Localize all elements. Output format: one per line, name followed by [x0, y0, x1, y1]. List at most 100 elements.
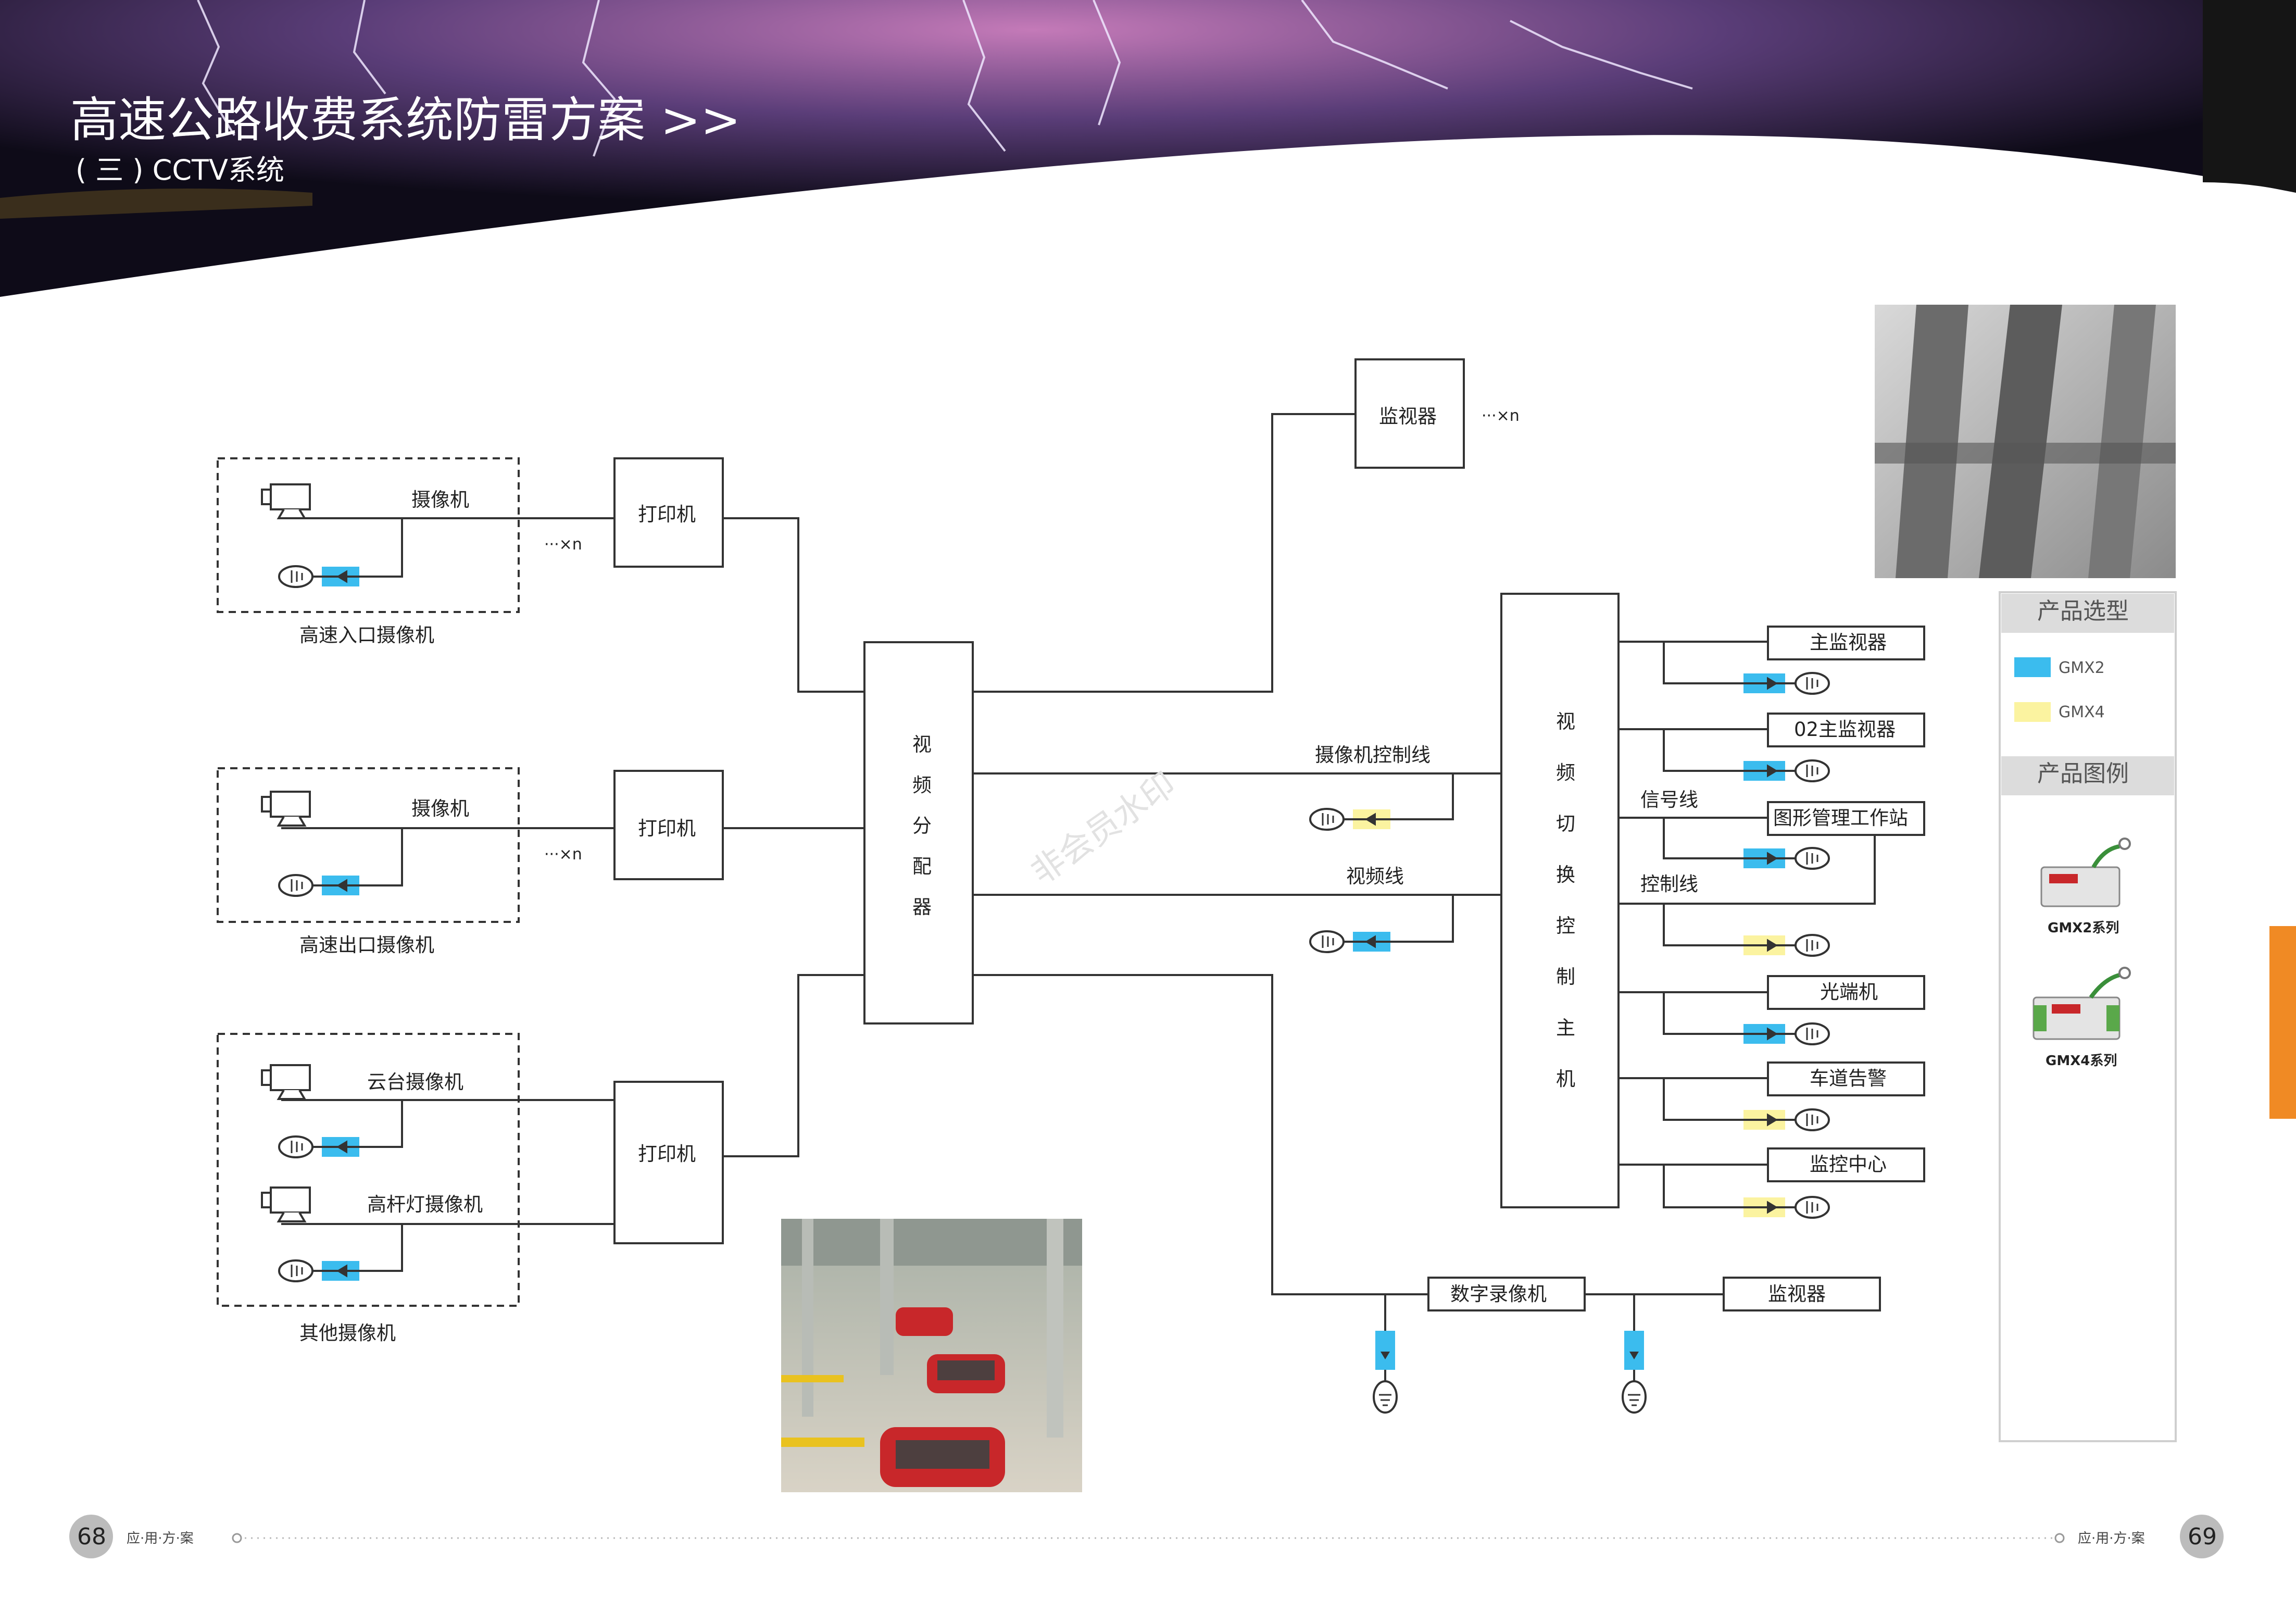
svg-text:配: 配	[912, 855, 932, 878]
page-subtitle: ( 三 ) CCTV系统	[76, 154, 284, 186]
spd-main-monitor	[1743, 672, 1830, 695]
video-switcher-host: 视 频 切 换 控 制 主 机	[1500, 593, 1620, 1208]
multiplier-entrance: ···×n	[544, 535, 582, 554]
gmx2-series-caption: GMX2系列	[2048, 920, 2119, 936]
optical-box: 光端机	[1767, 975, 1925, 1010]
gmx4-label: GMX4	[2059, 703, 2105, 721]
multiplier-exit: ···×n	[544, 845, 582, 864]
svg-text:制: 制	[1556, 966, 1575, 988]
svg-text:打印机: 打印机	[638, 503, 696, 526]
svg-text:监视器: 监视器	[1379, 405, 1437, 428]
svg-text:打印机: 打印机	[638, 1143, 696, 1165]
svg-text:主: 主	[1556, 1017, 1575, 1039]
spd-video-line	[1309, 930, 1390, 953]
footer-caption-right: 应·用·方·案	[2078, 1531, 2145, 1546]
other-camera-group: 云台摄像机 高杆灯摄像机 其他摄像机	[217, 1033, 614, 1344]
gmx4-product-image	[2032, 967, 2131, 1040]
page-number-badge-left	[69, 1515, 113, 1558]
svg-text:监控中心: 监控中心	[1810, 1153, 1887, 1176]
signal-line-label: 信号线	[1640, 789, 1698, 811]
lightning-bolts	[197, 0, 1693, 157]
page-title: 高速公路收费系统防雷方案 >>	[70, 92, 741, 148]
monitor02-box: 02主监视器	[1767, 713, 1925, 747]
ground-surge-protector	[278, 874, 359, 897]
entrance-camera-group: 摄像机 高速入口摄像机	[217, 457, 614, 646]
svg-text:频: 频	[1556, 761, 1575, 784]
header-banner: 高速公路收费系统防雷方案 >> ( 三 ) CCTV系统	[0, 0, 2296, 297]
bridge-photo	[1875, 305, 2176, 578]
monitor-box-top: 监视器	[1354, 358, 1465, 469]
multiplier-monitor: ···×n	[1482, 407, 1520, 425]
svg-text:器: 器	[912, 896, 932, 918]
spd-gfx-workstation	[1743, 847, 1830, 870]
svg-text:视: 视	[912, 733, 932, 756]
spd-dvr-right	[1622, 1331, 1647, 1414]
svg-text:控: 控	[1556, 915, 1575, 937]
toll-plaza-photo	[781, 1219, 1082, 1492]
svg-text:光端机: 光端机	[1820, 981, 1878, 1003]
camera-icon	[261, 1064, 311, 1100]
camera-control-line-label: 摄像机控制线	[1315, 744, 1431, 766]
camera-icon	[261, 791, 311, 827]
gfx-workstation-box: 图形管理工作站	[1767, 801, 1925, 836]
svg-text:机: 机	[1556, 1068, 1575, 1090]
control-line-label: 控制线	[1640, 873, 1698, 895]
spd-monitor02	[1743, 759, 1830, 782]
camera-icon	[261, 1186, 311, 1222]
exit-group-label: 高速出口摄像机	[299, 934, 434, 956]
svg-text:频: 频	[912, 774, 932, 796]
ground-surge-protector	[278, 565, 359, 588]
spd-dvr-left	[1373, 1331, 1398, 1414]
spd-optical	[1743, 1022, 1830, 1045]
camera-label: 摄像机	[411, 489, 469, 511]
control-center-box: 监控中心	[1767, 1147, 1925, 1182]
svg-text:图形管理工作站: 图形管理工作站	[1773, 807, 1908, 829]
svg-text:主监视器: 主监视器	[1810, 631, 1887, 654]
gmx2-product-image	[2040, 838, 2131, 907]
svg-text:02主监视器: 02主监视器	[1794, 718, 1896, 741]
banner-dark-right	[2203, 0, 2296, 193]
svg-text:打印机: 打印机	[638, 817, 696, 840]
svg-text:分: 分	[912, 815, 932, 837]
pole-camera-label: 高杆灯摄像机	[367, 1193, 483, 1216]
dvr-box: 数字录像机	[1427, 1277, 1586, 1311]
printer-box-1: 打印机	[613, 457, 724, 568]
printer-box-3: 打印机	[613, 1081, 724, 1244]
footer-caption-left: 应·用·方·案	[127, 1531, 194, 1546]
legend-panel: 产品选型 GMX2 GMX4 产品图例 GMX2系列 GMX4系列	[1999, 591, 2177, 1442]
camera-label: 摄像机	[411, 797, 469, 820]
horizon-lights	[0, 189, 312, 219]
spd-lane-alarm	[1743, 1108, 1830, 1131]
other-group-label: 其他摄像机	[299, 1322, 396, 1344]
ground-surge-protector	[278, 1259, 359, 1282]
spd-control-line	[1309, 808, 1390, 831]
gmx4-swatch	[2014, 702, 2051, 722]
ground-surge-protector	[278, 1135, 359, 1158]
svg-text:视: 视	[1556, 710, 1575, 733]
product-selection-title: 产品选型	[2037, 598, 2129, 624]
gmx4-series-caption: GMX4系列	[2046, 1053, 2117, 1069]
exit-camera-group: 摄像机 高速出口摄像机	[217, 767, 614, 956]
page-number-left: 68	[77, 1523, 106, 1550]
page-number-right: 69	[2188, 1523, 2217, 1550]
footer: 68 应·用·方·案 应·用·方·案 69	[69, 1515, 2224, 1558]
svg-text:数字录像机: 数字录像机	[1450, 1283, 1547, 1305]
svg-text:车道告警: 车道告警	[1810, 1067, 1887, 1090]
video-distributor: 视 频 分 配 器	[863, 641, 974, 1025]
product-illustration-title: 产品图例	[2037, 760, 2129, 787]
video-line-label: 视频线	[1346, 865, 1404, 888]
printer-connectors	[723, 517, 864, 1157]
spd-control-line-right	[1743, 934, 1830, 957]
svg-text:监视器: 监视器	[1768, 1283, 1826, 1305]
monitor-box-bottom: 监视器	[1723, 1277, 1881, 1311]
entrance-group-label: 高速入口摄像机	[299, 624, 434, 646]
switcher-connectors	[1619, 641, 1876, 1208]
ptz-camera-label: 云台摄像机	[367, 1071, 463, 1093]
distributor-connectors	[973, 413, 1501, 1295]
gmx2-swatch	[2014, 657, 2051, 677]
svg-text:切: 切	[1556, 813, 1575, 835]
gmx2-label: GMX2	[2059, 659, 2105, 677]
main-monitor-box: 主监视器	[1767, 626, 1925, 660]
